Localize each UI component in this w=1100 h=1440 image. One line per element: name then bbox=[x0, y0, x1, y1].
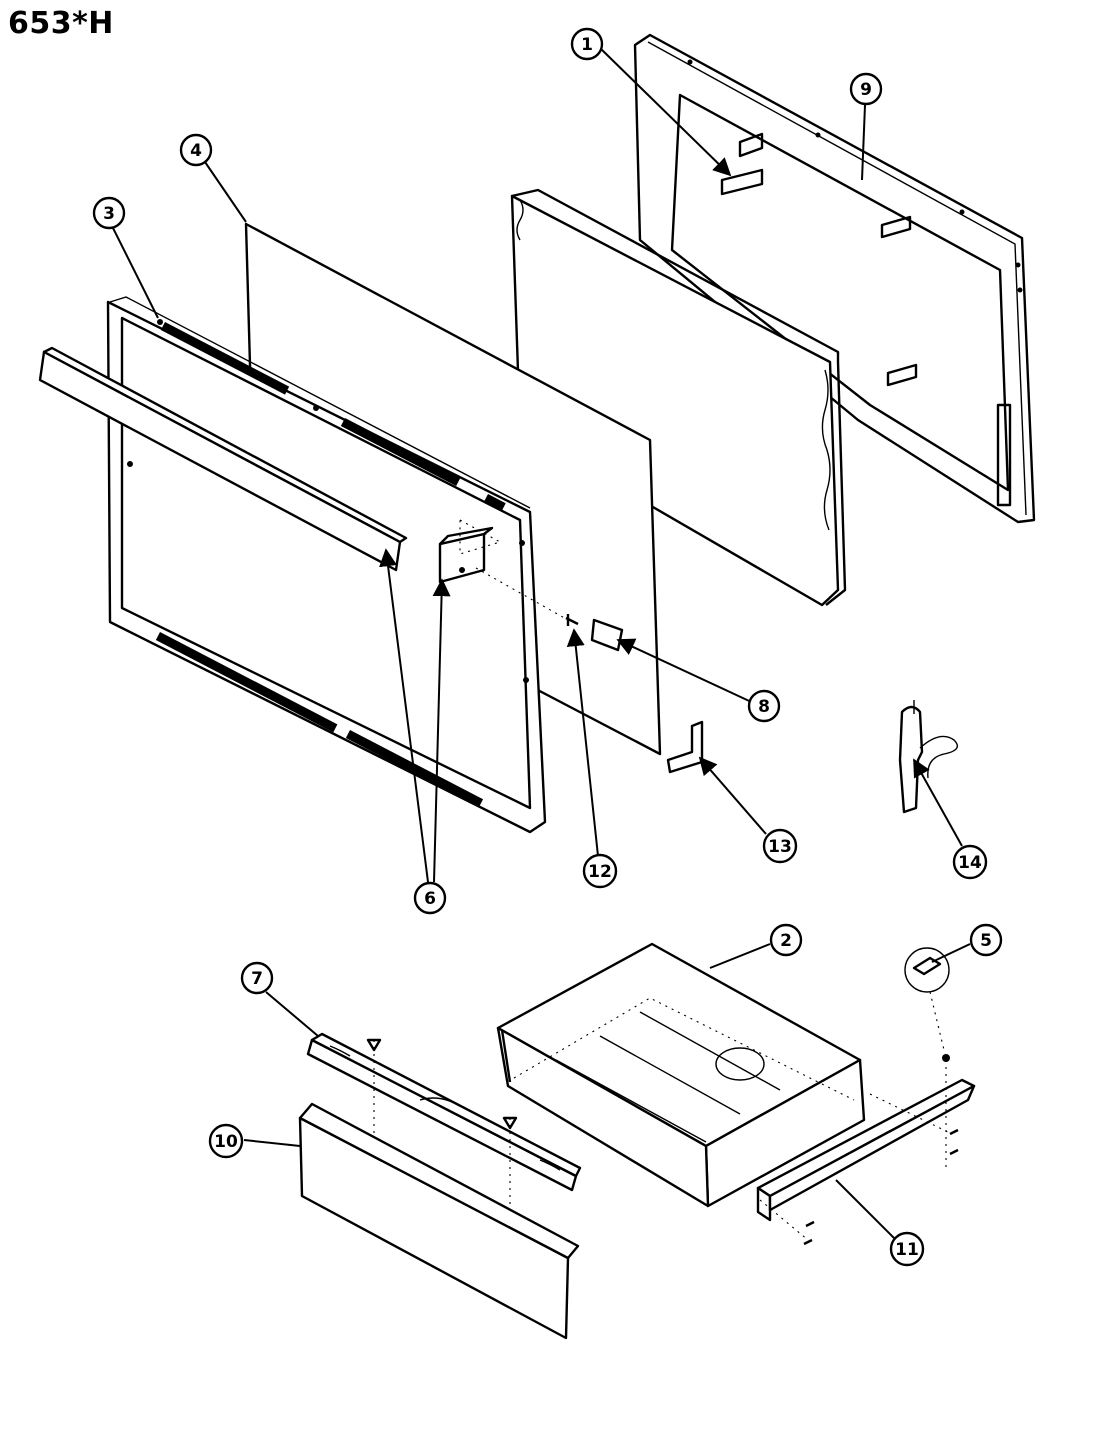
callout-4: 4 bbox=[179, 133, 213, 167]
callout-label: 6 bbox=[424, 889, 436, 909]
callout-label: 14 bbox=[958, 853, 982, 873]
callout-5: 5 bbox=[969, 923, 1003, 957]
callout-label: 12 bbox=[588, 862, 612, 882]
door-hinge bbox=[898, 700, 958, 814]
callout-label: 3 bbox=[103, 204, 115, 224]
callout-7: 7 bbox=[240, 961, 274, 995]
outer-door-frame bbox=[106, 296, 547, 834]
callout-12: 12 bbox=[582, 853, 618, 889]
handle-end-cap bbox=[438, 519, 502, 584]
callout-2: 2 bbox=[769, 923, 803, 957]
screw bbox=[475, 567, 579, 626]
drawer-front-panel bbox=[298, 1102, 580, 1340]
callout-9: 9 bbox=[849, 72, 883, 106]
callout-label: 9 bbox=[860, 80, 872, 100]
leader-lines bbox=[111, 47, 971, 1239]
callout-label: 2 bbox=[780, 931, 792, 951]
diagram-title: 653*H bbox=[8, 6, 114, 41]
callout-label: 1 bbox=[581, 35, 593, 55]
drawer-slide-rail bbox=[756, 1060, 976, 1246]
callout-10: 10 bbox=[208, 1123, 244, 1159]
callout-label: 13 bbox=[768, 837, 792, 857]
insulation-pad bbox=[510, 188, 847, 607]
angle-bracket bbox=[666, 720, 704, 774]
door-handle-bar bbox=[38, 346, 408, 572]
inner-door-panel bbox=[633, 33, 1036, 524]
drawer-clip-detail bbox=[904, 947, 950, 1062]
callout-label: 5 bbox=[980, 931, 992, 951]
callout-13: 13 bbox=[762, 828, 798, 864]
storage-drawer bbox=[496, 942, 866, 1208]
callout-label: 11 bbox=[895, 1240, 919, 1260]
callout-label: 8 bbox=[758, 697, 770, 717]
callout-label: 10 bbox=[214, 1132, 238, 1152]
callout-14: 14 bbox=[952, 844, 988, 880]
callout-label: 7 bbox=[251, 969, 263, 989]
callout-11: 11 bbox=[889, 1231, 925, 1267]
drawer-front-bracket bbox=[306, 1032, 582, 1220]
callout-label: 4 bbox=[190, 141, 202, 161]
callout-6: 6 bbox=[413, 881, 447, 915]
callout-3: 3 bbox=[92, 196, 126, 230]
callout-8: 8 bbox=[747, 689, 781, 723]
callout-1: 1 bbox=[570, 27, 604, 61]
